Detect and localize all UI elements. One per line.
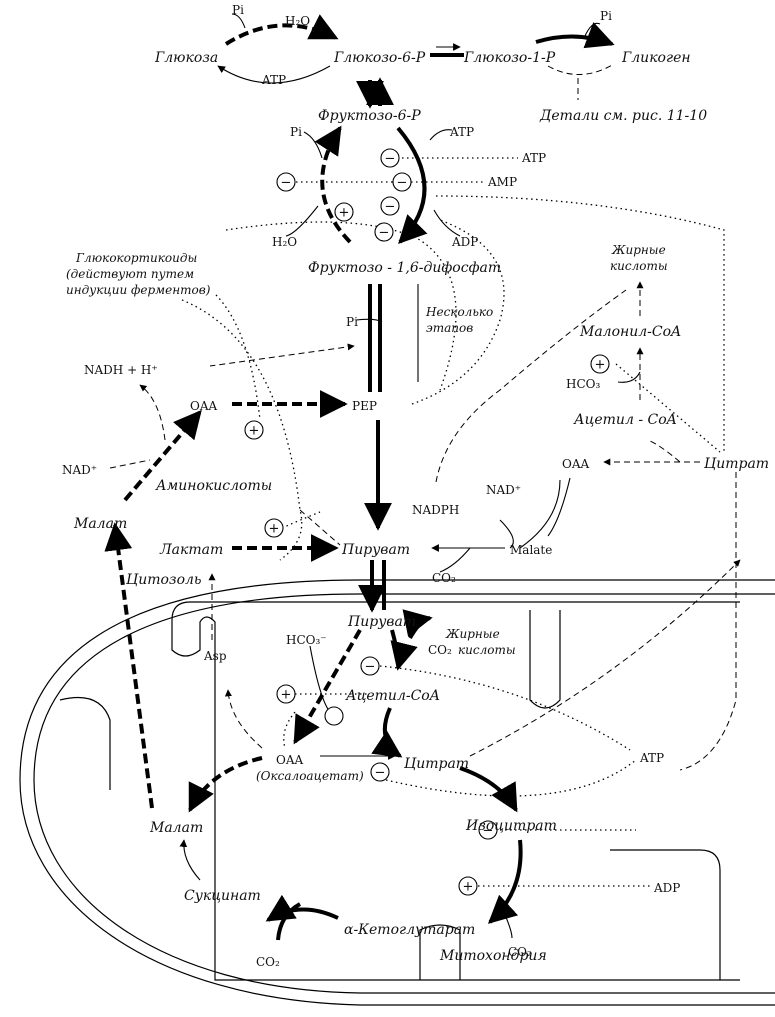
- label-malate-en: Malate: [510, 543, 552, 557]
- regulator-minus-1: −: [380, 148, 400, 168]
- label-details: Детали см. рис. 11-10: [539, 108, 707, 124]
- label-g6p: Глюкозо-6-Р: [333, 50, 426, 66]
- svg-text:+: +: [249, 424, 260, 439]
- label-oxaloacetate: (Оксалоацетат): [256, 769, 364, 783]
- label-pyruvate-cyto: Пируват: [341, 542, 410, 558]
- label-co2-succ: CO₂: [256, 955, 280, 969]
- label-hco3-cyto: HCO₃: [566, 377, 600, 391]
- label-akg: α-Кетоглутарат: [344, 922, 475, 938]
- svg-text:+: +: [595, 358, 606, 373]
- label-nadph: NADPH: [412, 503, 459, 517]
- regulator-plus-2: +: [244, 420, 264, 440]
- label-oaa-mito: OAA: [276, 753, 304, 767]
- mitochondrion-membranes: [19, 579, 775, 1006]
- regulator-plus-4: +: [590, 354, 610, 374]
- label-fbp: Фруктозо - 1,6-дифосфат: [308, 260, 501, 276]
- label-f6p: Фруктозо-6-Р: [318, 108, 421, 124]
- label-glucocorticoids-3: индукции ферментов): [66, 283, 211, 297]
- svg-text:+: +: [463, 880, 474, 895]
- regulator-minus-6: −: [360, 656, 380, 676]
- label-fatty-acids-1: Жирные: [611, 243, 666, 257]
- label-cytosol: Цитозоль: [126, 572, 202, 588]
- label-pep: PEP: [352, 399, 377, 413]
- label-atp-reg: ATP: [521, 151, 546, 165]
- label-glucose: Глюкоза: [154, 50, 218, 66]
- glucose-cycle: [217, 13, 615, 100]
- regulator-circle-empty: [324, 706, 344, 726]
- label-glucocorticoids-1: Глюкокортикоиды: [75, 251, 197, 265]
- label-hco3-mito: HCO₃⁻: [286, 633, 327, 647]
- label-atp-f6p: ATP: [449, 125, 474, 139]
- label-malate-mito: Малат: [149, 820, 203, 836]
- label-citrate-mito: Цитрат: [404, 756, 469, 772]
- regulator-minus-8: −: [478, 820, 498, 840]
- label-co2-cyto: CO₂: [432, 571, 456, 585]
- label-lactate: Лактат: [159, 542, 223, 558]
- label-malonyl-coa: Малонил-CoA: [579, 324, 681, 340]
- svg-text:+: +: [269, 522, 280, 537]
- label-several-2: этапов: [426, 321, 473, 335]
- label-atp-mito: ATP: [639, 751, 664, 765]
- label-acetyl-coa-cyto: Ацетил - CoA: [573, 412, 677, 428]
- label-nad-left: NAD⁺: [62, 463, 97, 477]
- label-asp: Asp: [203, 649, 227, 663]
- svg-text:−: −: [483, 824, 494, 839]
- label-nadplus-right: NAD⁺: [486, 483, 521, 497]
- regulator-minus-4: −: [380, 196, 400, 216]
- label-h2o-left: H₂O: [272, 235, 297, 249]
- label-amino-acids: Аминокислоты: [155, 478, 272, 494]
- svg-text:−: −: [281, 176, 292, 191]
- label-mitochondrion: Митохондрия: [439, 948, 547, 964]
- label-g1p: Глюкозо-1-Р: [463, 50, 556, 66]
- regulator-plus-3: +: [264, 518, 284, 538]
- label-adp-mito: ADP: [653, 881, 680, 895]
- label-oaa-cyto-right: OAA: [562, 457, 590, 471]
- label-pi-left: Pi: [290, 125, 302, 139]
- regulator-minus-5: −: [374, 222, 394, 242]
- regulator-plus-5: +: [276, 684, 296, 704]
- label-several-1: Несколько: [425, 305, 493, 319]
- label-oaa-cyto: OAA: [190, 399, 218, 413]
- label-isocitrate: Изоцитрат: [465, 818, 557, 834]
- label-citrate-cyto: Цитрат: [704, 456, 769, 472]
- label-h2o-top: H₂O: [285, 14, 310, 28]
- label-fatty-acids-2: кислоты: [610, 259, 668, 273]
- regulator-minus-3: −: [392, 172, 412, 192]
- svg-text:−: −: [365, 660, 376, 675]
- label-atp-top: ATP: [261, 73, 286, 87]
- label-fatty-mito-2: кислоты: [458, 643, 516, 657]
- svg-text:−: −: [385, 200, 396, 215]
- label-glycogen: Гликоген: [621, 50, 691, 66]
- label-malate-cyto: Малат: [73, 516, 127, 532]
- label-co2-mito-top: CO₂: [428, 643, 452, 657]
- label-pi-top-left: Pi: [232, 3, 244, 17]
- label-fatty-mito-1: Жирные: [445, 627, 500, 641]
- svg-text:−: −: [379, 226, 390, 241]
- svg-text:−: −: [375, 766, 386, 781]
- label-adp-right: ADP: [451, 235, 478, 249]
- label-nadh: NADH + H⁺: [84, 363, 158, 377]
- label-pi-top-right: Pi: [600, 9, 612, 23]
- svg-text:−: −: [385, 152, 396, 167]
- label-succinate: Сукцинат: [184, 888, 261, 904]
- svg-text:−: −: [397, 176, 408, 191]
- regulator-plus-6: +: [458, 876, 478, 896]
- label-pi-mid: Pi: [346, 315, 358, 329]
- label-amp-reg: AMP: [487, 175, 517, 189]
- label-co2-akg: CO₂: [508, 945, 532, 959]
- regulator-plus-1: +: [334, 202, 354, 222]
- label-acetyl-coa-mito: Ацетил-CoA: [345, 688, 440, 704]
- regulator-minus-2: −: [276, 172, 296, 192]
- label-glucocorticoids-2: (действуют путем: [66, 267, 194, 281]
- regulator-minus-7: −: [370, 762, 390, 782]
- svg-text:+: +: [339, 206, 350, 221]
- label-pyruvate-mito: Пируват: [347, 614, 416, 630]
- svg-text:+: +: [281, 688, 292, 703]
